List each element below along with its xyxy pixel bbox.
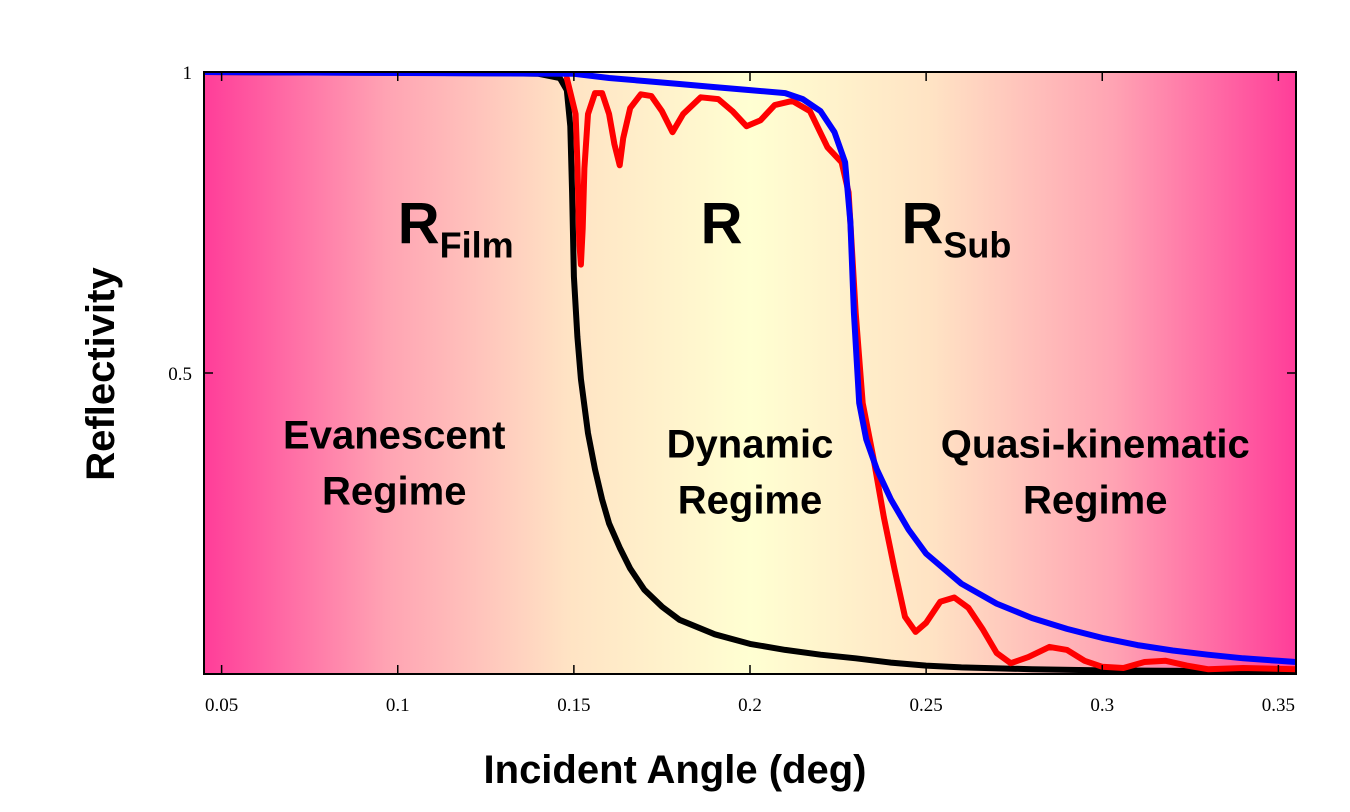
curve-label-0: RFilm	[398, 192, 514, 266]
x-axis-title: Incident Angle (deg)	[484, 748, 867, 792]
curve-label-2: RSub	[901, 192, 1011, 266]
curve-label-main: R	[901, 192, 943, 257]
y-tick-label: 0.5	[168, 364, 192, 385]
curve-label-main: R	[701, 192, 743, 257]
series-line-2	[204, 72, 1296, 665]
region-label-line: Regime	[1023, 478, 1168, 522]
x-tick-label: 0.3	[1090, 695, 1114, 716]
region-label-line: Dynamic	[667, 422, 834, 466]
x-tick-label: 0.25	[910, 695, 943, 716]
curve-label-subscript: Film	[440, 225, 514, 266]
x-tick-label: 0.1	[386, 695, 410, 716]
x-tick-label: 0.35	[1262, 695, 1295, 716]
x-tick-label: 0.2	[738, 695, 762, 716]
region-label-line: Evanescent	[283, 413, 505, 457]
curve-label-1: R	[701, 192, 743, 257]
curve-label-subscript: Sub	[943, 225, 1011, 266]
region-label-line: Regime	[678, 478, 823, 522]
x-tick-label: 0.05	[205, 695, 238, 716]
y-axis-title: Reflectivity	[79, 267, 123, 481]
plot-background	[204, 72, 1296, 674]
y-tick-label: 1	[183, 63, 193, 84]
series-line-1	[563, 75, 1296, 673]
region-label-line: Regime	[322, 469, 467, 513]
region-label-line: Quasi-kinematic	[941, 422, 1250, 466]
curve-label-main: R	[398, 192, 440, 257]
x-tick-label: 0.15	[557, 695, 590, 716]
